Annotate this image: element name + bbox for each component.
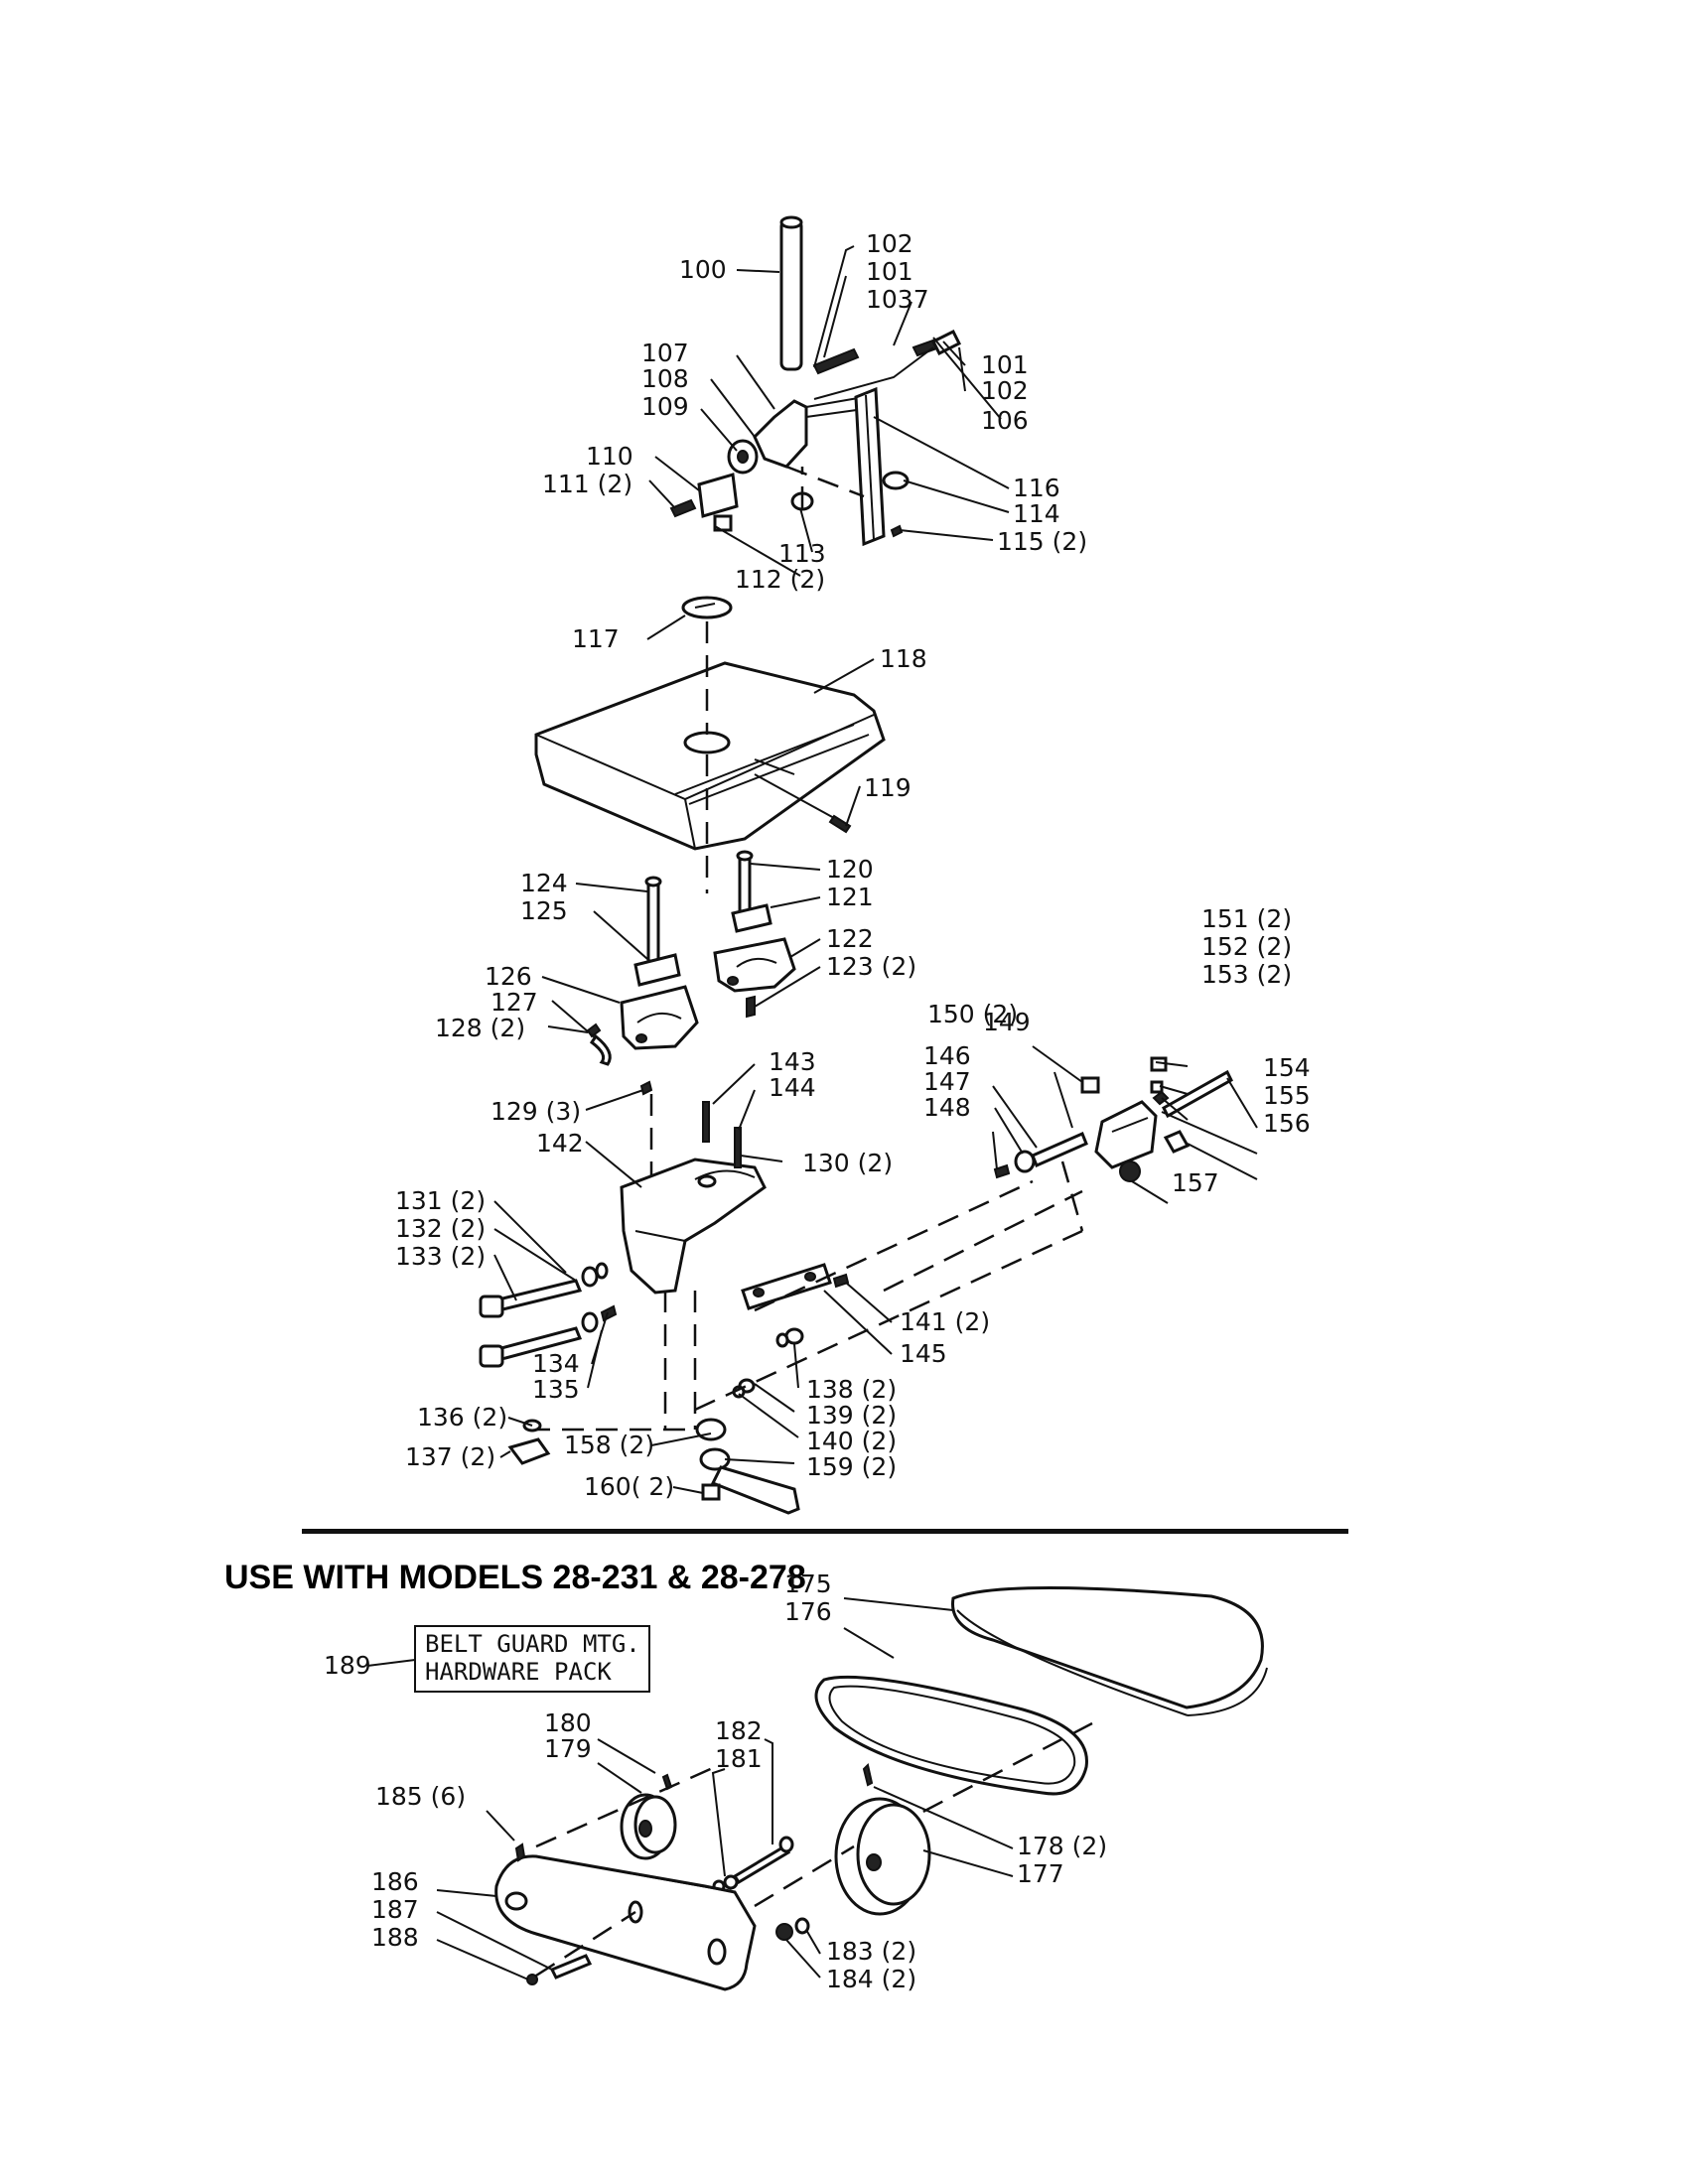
callout-126: 126 (485, 962, 532, 991)
callout-143: 143 (769, 1047, 816, 1076)
callout-125: 125 (520, 896, 568, 925)
trunnion-support (479, 1101, 1083, 1515)
callout-181: 181 (715, 1744, 763, 1773)
callout-109: 109 (641, 392, 689, 421)
callout-120: 120 (826, 855, 874, 884)
belt-guard-assembly (494, 1585, 1268, 1991)
callout-155: 155 (1263, 1081, 1311, 1110)
callout-108: 108 (641, 364, 689, 393)
callout-135: 135 (532, 1375, 580, 1404)
callout-110: 110 (586, 442, 633, 471)
callout-116: 116 (1013, 474, 1060, 502)
callout-149: 149 (983, 1008, 1031, 1036)
callout-188: 188 (371, 1923, 419, 1952)
callout-154: 154 (1263, 1053, 1311, 1082)
callout-115: 115 (2) (997, 527, 1087, 556)
callout-134: 134 (532, 1349, 580, 1378)
callout-124: 124 (520, 869, 568, 897)
callout-121: 121 (826, 883, 874, 911)
hardware-box-line1: BELT GUARD MTG. (425, 1630, 640, 1658)
callout-140: 140 (2) (806, 1427, 897, 1455)
callout-160: 160( 2) (584, 1472, 674, 1501)
models-heading: USE WITH MODELS 28-231 & 28-278 (224, 1559, 806, 1596)
callout-142: 142 (536, 1129, 584, 1158)
callout-117: 117 (572, 624, 620, 653)
callout-107: 107 (641, 339, 689, 367)
callout-labels: 100 102 101 1037 107 108 109 101 102 106… (324, 229, 1311, 1993)
callout-156: 156 (1263, 1109, 1311, 1138)
upper-guide-assembly (669, 215, 962, 547)
callout-101-top: 101 (866, 257, 913, 286)
callout-186: 186 (371, 1867, 419, 1896)
callout-130: 130 (2) (802, 1149, 893, 1177)
callout-131: 131 (2) (395, 1186, 486, 1215)
callout-153: 153 (2) (1201, 960, 1292, 989)
callout-102-right: 102 (981, 376, 1029, 405)
callout-114: 114 (1013, 499, 1060, 528)
callout-138: 138 (2) (806, 1375, 897, 1404)
callout-157: 157 (1172, 1168, 1219, 1197)
callout-180: 180 (544, 1708, 592, 1737)
callout-122: 122 (826, 924, 874, 953)
callout-144: 144 (769, 1073, 816, 1102)
callout-182: 182 (715, 1716, 763, 1745)
callout-137: 137 (2) (405, 1442, 495, 1471)
callout-158: 158 (2) (564, 1431, 654, 1459)
callout-1037: 1037 (866, 285, 929, 314)
callout-179: 179 (544, 1734, 592, 1763)
callout-102-top: 102 (866, 229, 913, 258)
callout-147: 147 (923, 1067, 971, 1096)
callout-100: 100 (679, 255, 727, 284)
callout-177: 177 (1017, 1859, 1064, 1888)
leader-lines (366, 245, 1258, 1980)
table-assembly (534, 596, 886, 893)
callout-113: 113 (778, 539, 826, 568)
callout-176: 176 (784, 1597, 832, 1626)
lower-guide-assembly (993, 1056, 1233, 1232)
callout-112: 112 (2) (735, 565, 825, 594)
callout-132: 132 (2) (395, 1214, 486, 1243)
hardware-box-line2: HARDWARE PACK (425, 1658, 612, 1686)
callout-189: 189 (324, 1651, 371, 1680)
callout-152: 152 (2) (1201, 932, 1292, 961)
trunnion-assembly (586, 850, 796, 1191)
section-divider (302, 1529, 1348, 1534)
callout-101-right: 101 (981, 350, 1029, 379)
callout-187: 187 (371, 1895, 419, 1924)
callout-139: 139 (2) (806, 1401, 897, 1430)
callout-106: 106 (981, 406, 1029, 435)
callout-185: 185 (6) (375, 1782, 466, 1811)
callout-111: 111 (2) (542, 470, 632, 498)
callout-129: 129 (3) (491, 1097, 581, 1126)
callout-151: 151 (2) (1201, 904, 1292, 933)
callout-150: 150 (2) (927, 1000, 1018, 1028)
callout-123: 123 (2) (826, 952, 916, 981)
callout-136: 136 (2) (417, 1403, 507, 1432)
callout-183: 183 (2) (826, 1937, 916, 1966)
callout-118: 118 (880, 644, 927, 673)
callout-133: 133 (2) (395, 1242, 486, 1271)
callout-184: 184 (2) (826, 1965, 916, 1993)
callout-148: 148 (923, 1093, 971, 1122)
callout-175: 175 (784, 1570, 832, 1598)
callout-178: 178 (2) (1017, 1832, 1107, 1860)
callout-119: 119 (864, 773, 912, 802)
callout-141: 141 (2) (900, 1307, 990, 1336)
callout-146: 146 (923, 1041, 971, 1070)
callout-127: 127 (491, 988, 538, 1017)
hardware-pack-box: BELT GUARD MTG. HARDWARE PACK (414, 1625, 650, 1693)
callout-128: 128 (2) (435, 1014, 525, 1042)
callout-159: 159 (2) (806, 1452, 897, 1481)
callout-145: 145 (900, 1339, 947, 1368)
